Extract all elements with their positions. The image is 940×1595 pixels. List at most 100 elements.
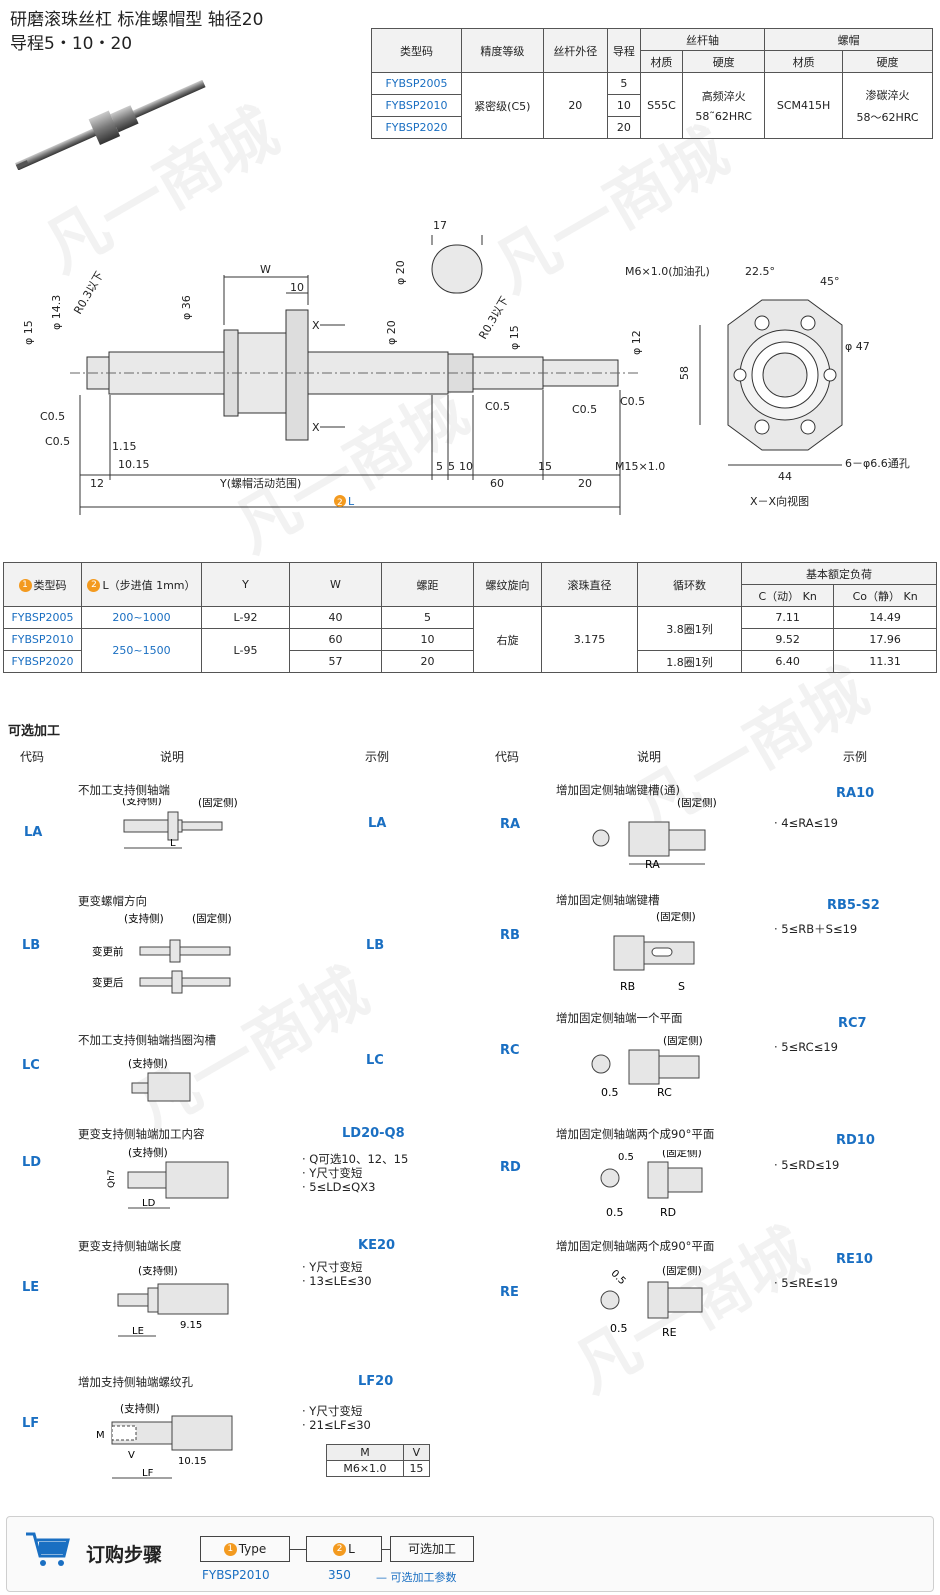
option-title-la: 不加工支持侧轴端 (78, 783, 170, 797)
col-example: 示例 (365, 750, 390, 764)
product-image (15, 80, 206, 170)
order-steps-panel (6, 1516, 934, 1592)
dim-44: 44 (778, 470, 792, 483)
option-code-la[interactable]: LA (24, 825, 43, 840)
option-notes-lf: · Y尺寸变短· 21≤LF≤30 (302, 1404, 371, 1432)
perf-header: 循环数 (637, 562, 742, 607)
svg-text:L: L (170, 838, 176, 849)
spec-header: 丝杆外径 (542, 28, 608, 73)
col-desc: 说明 (160, 750, 185, 764)
table-row: FYBSP2010 250~1500 L-95 60 10 9.52 17.96 (3, 628, 937, 673)
svg-text:(固定侧): (固定侧) (662, 1150, 702, 1159)
dim-115: 1.15 (112, 440, 137, 453)
option-code-ra[interactable]: RA (500, 817, 521, 832)
option-code-le[interactable]: LE (22, 1280, 40, 1295)
option-code-rc[interactable]: RC (500, 1043, 520, 1058)
option-title-lf: 增加支持侧轴端螺纹孔 (78, 1375, 193, 1389)
perf-header: W (289, 562, 382, 607)
spec-header: 类型码 (371, 28, 462, 73)
dim-c05c: C0.5 (485, 400, 510, 413)
option-title-le: 更变支持侧轴端长度 (78, 1239, 182, 1253)
option-diagram-ld: (支持侧) Qh7 LD (107, 1146, 229, 1209)
option-code-lc[interactable]: LC (22, 1058, 40, 1073)
type-code[interactable]: FYBSP2005 (3, 606, 82, 629)
option-code-re[interactable]: RE (500, 1285, 519, 1300)
perf-header: Y (201, 562, 290, 607)
spec-subheader: 硬度 (841, 50, 934, 73)
dim-x2: X (312, 421, 320, 434)
svg-text:LD: LD (142, 1198, 156, 1209)
diameter-cell: 20 (542, 72, 608, 139)
svg-text:V: V (128, 1450, 135, 1461)
dim-phi36: φ 36 (180, 295, 193, 320)
option-notes-rb: · 5≤RB＋S≤19 (774, 922, 858, 936)
option-notes-rc: · 5≤RC≤19 (774, 1040, 838, 1054)
type-code[interactable]: FYBSP2020 (371, 116, 462, 139)
lead-cell: 10 (606, 94, 641, 117)
dim-x1: X (312, 319, 320, 332)
option-code-lf[interactable]: LF (22, 1416, 40, 1431)
badge-2: 2 (337, 498, 343, 508)
option-code-ld[interactable]: LD (22, 1155, 42, 1170)
ball-cell: 3.175 (541, 606, 638, 673)
spec-header: 丝杆轴 (639, 28, 766, 51)
type-code[interactable]: FYBSP2020 (3, 650, 82, 673)
type-code[interactable]: FYBSP2010 (3, 628, 82, 651)
table-row: FYBSP2020 57 20 1.8圈1列 6.40 11.31 (3, 650, 937, 673)
option-title-re: 增加固定侧轴端两个成90°平面 (556, 1239, 715, 1253)
nut-material: SCM415H (764, 72, 843, 139)
option-example-lb: LB (366, 938, 385, 953)
title-line-1: 研磨滚珠丝杠 标准螺帽型 轴径20 (10, 10, 264, 30)
option-diagram-rc: (固定侧) 0.5 RC (591, 1036, 703, 1099)
svg-text:10.15: 10.15 (178, 1456, 207, 1467)
options-title: 可选加工 (8, 724, 61, 739)
l-range: 250~1500 (81, 628, 202, 673)
svg-text:0.5: 0.5 (608, 1268, 627, 1287)
svg-text:RA: RA (645, 858, 660, 871)
dim-phi20: φ 20 (385, 320, 398, 345)
svg-text:0.5: 0.5 (618, 1152, 634, 1163)
order-step-options[interactable]: 可选加工 (390, 1536, 474, 1562)
svg-text:S: S (678, 980, 685, 992)
svg-text:M: M (96, 1430, 105, 1441)
option-code-rd[interactable]: RD (500, 1160, 521, 1175)
order-connector (290, 1549, 306, 1550)
option-diagram-lb: (支持侧) (固定侧) 变更前 变更后 (92, 912, 232, 994)
svg-text:(支持侧): (支持侧) (128, 1146, 168, 1159)
order-connector (382, 1549, 390, 1550)
option-title-rd: 增加固定侧轴端两个成90°平面 (556, 1127, 715, 1141)
dim-holes: 6－φ6.6通孔 (845, 457, 910, 470)
type-code[interactable]: FYBSP2010 (371, 94, 462, 117)
option-title-ld: 更变支持侧轴端加工内容 (78, 1127, 205, 1141)
c-cell: 9.52 (740, 628, 835, 651)
c-cell: 6.40 (740, 650, 835, 673)
perf-header: 基本额定负荷 (741, 562, 937, 585)
option-diagram-rd: (固定侧) 0.5 0.5 RD (600, 1150, 703, 1219)
svg-text:9.15: 9.15 (180, 1320, 202, 1331)
svg-text:0.5: 0.5 (606, 1206, 624, 1219)
dim-phi14: φ 14.3 (50, 295, 63, 330)
option-title-lc: 不加工支持侧轴端挡圈沟槽 (78, 1033, 216, 1047)
type-code[interactable]: FYBSP2005 (371, 72, 462, 95)
svg-text:(固定侧): (固定侧) (662, 1266, 702, 1277)
dim-phi12: φ 12 (630, 330, 643, 355)
svg-text:Qh7: Qh7 (107, 1169, 117, 1188)
co-cell: 14.49 (833, 606, 937, 629)
svg-text:(支持侧): (支持侧) (138, 1266, 178, 1277)
spec-header: 精度等级 (460, 28, 544, 73)
order-example-type: FYBSP2010 (202, 1568, 270, 1582)
dim-17: 17 (433, 219, 447, 232)
dim-c05a: C0.5 (40, 410, 65, 423)
option-diagram-re: (固定侧) 0.5 0.5 RE (600, 1266, 703, 1339)
svg-text:变更前: 变更前 (92, 945, 124, 958)
perf-subheader: Co（静） Kn (833, 584, 937, 607)
option-code-rb[interactable]: RB (500, 928, 520, 943)
dim-45: 45° (820, 275, 840, 288)
option-title-rb: 增加固定侧轴端键槽 (556, 893, 660, 907)
lead-cell: 5 (606, 72, 641, 95)
cycle-cell: 1.8圈1列 (637, 650, 742, 673)
option-code-lb[interactable]: LB (22, 938, 41, 953)
